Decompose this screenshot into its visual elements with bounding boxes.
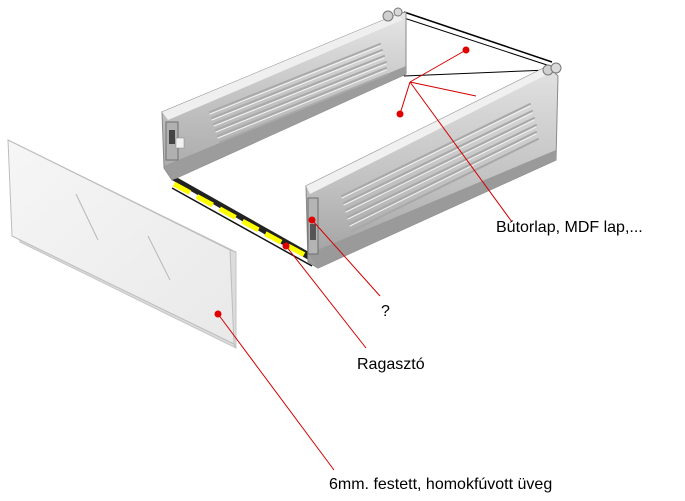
markers bbox=[214, 46, 470, 318]
marker-question bbox=[308, 216, 316, 224]
left-side-rail bbox=[161, 7, 407, 181]
marker-bottom-panel-top bbox=[462, 46, 470, 54]
back-panel bbox=[403, 11, 553, 77]
right-side-rail bbox=[305, 62, 562, 269]
glass-front-panel bbox=[7, 139, 237, 349]
label-glass-front: 6mm. festett, homokfúvott üveg bbox=[329, 476, 553, 493]
label-bottom-panel: Bútorlap, MDF lap,... bbox=[496, 219, 643, 236]
label-question: ? bbox=[381, 303, 390, 320]
leader-line-bottom-panel bbox=[409, 49, 467, 83]
label-adhesive: Ragasztó bbox=[357, 356, 425, 373]
marker-glass bbox=[214, 310, 222, 318]
adhesive-strip bbox=[171, 178, 316, 267]
leader-line-adhesive bbox=[285, 245, 367, 349]
leader-line-bottom-panel-c bbox=[409, 81, 477, 97]
leader-line-bottom-panel-d bbox=[409, 81, 513, 223]
marker-adhesive bbox=[282, 242, 290, 250]
leader-line-question bbox=[311, 219, 381, 297]
leader-line-glass bbox=[217, 313, 335, 471]
leader-line-bottom-panel-b bbox=[399, 81, 411, 115]
leader-lines bbox=[217, 49, 513, 471]
marker-bottom-panel bbox=[396, 110, 404, 118]
